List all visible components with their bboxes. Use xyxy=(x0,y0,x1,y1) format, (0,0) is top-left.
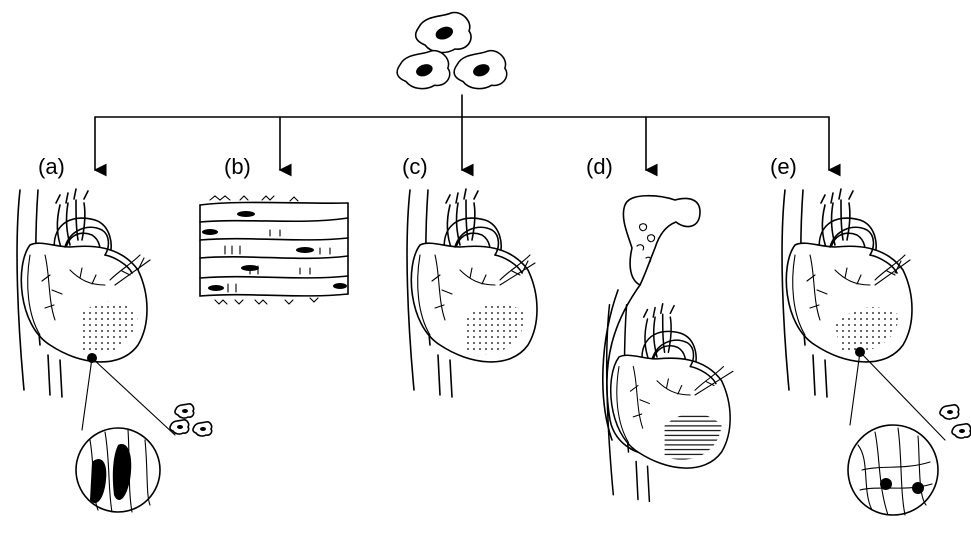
panel-label-b: (b) xyxy=(224,154,251,179)
panel-d-illustration xyxy=(603,196,733,502)
panel-e-illustration xyxy=(782,189,971,515)
panel-c-illustration xyxy=(407,189,537,397)
panel-label-a: (a) xyxy=(38,154,65,179)
panel-a-illustration xyxy=(17,189,212,512)
panel-label-d: (d) xyxy=(586,154,613,179)
panel-b-illustration xyxy=(200,196,348,304)
panel-label-c: (c) xyxy=(402,154,428,179)
distribution-connector xyxy=(95,95,829,170)
stem-cell-cluster-icon xyxy=(397,12,507,88)
panel-label-e: (e) xyxy=(770,154,797,179)
